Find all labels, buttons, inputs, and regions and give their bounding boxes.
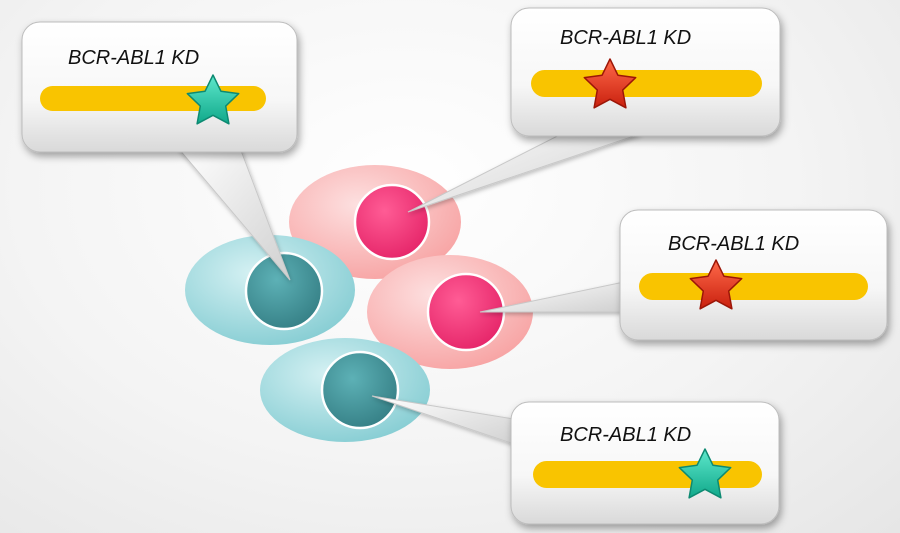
cell-pink-right	[367, 255, 533, 369]
nucleus-teal-left	[244, 251, 324, 331]
callout-top-left: BCR-ABL1 KD	[21, 21, 298, 153]
gene-bar	[531, 70, 762, 97]
callout-pointers	[176, 121, 642, 447]
nucleus-pink-top	[353, 183, 431, 261]
callout-label: BCR-ABL1 KD	[68, 47, 199, 69]
callout-label: BCR-ABL1 KD	[668, 233, 799, 255]
callout-top-right: BCR-ABL1 KD	[510, 7, 781, 137]
cell-teal-bottom	[260, 338, 430, 442]
star-teal-icon	[186, 74, 240, 125]
nucleus-teal-bottom	[320, 350, 400, 430]
callout-label: BCR-ABL1 KD	[560, 424, 691, 446]
star-red-icon	[689, 259, 743, 310]
callout-bottom-right: BCR-ABL1 KD	[510, 401, 780, 525]
cell-teal-left	[185, 235, 355, 345]
callout-middle-right: BCR-ABL1 KD	[619, 209, 888, 341]
gene-bar	[639, 273, 868, 300]
gene-bar	[533, 461, 762, 488]
cell-pink-top	[289, 165, 461, 279]
star-red-icon	[583, 58, 637, 109]
cells	[185, 165, 533, 442]
star-teal-icon	[678, 448, 732, 499]
callout-label: BCR-ABL1 KD	[560, 27, 691, 49]
